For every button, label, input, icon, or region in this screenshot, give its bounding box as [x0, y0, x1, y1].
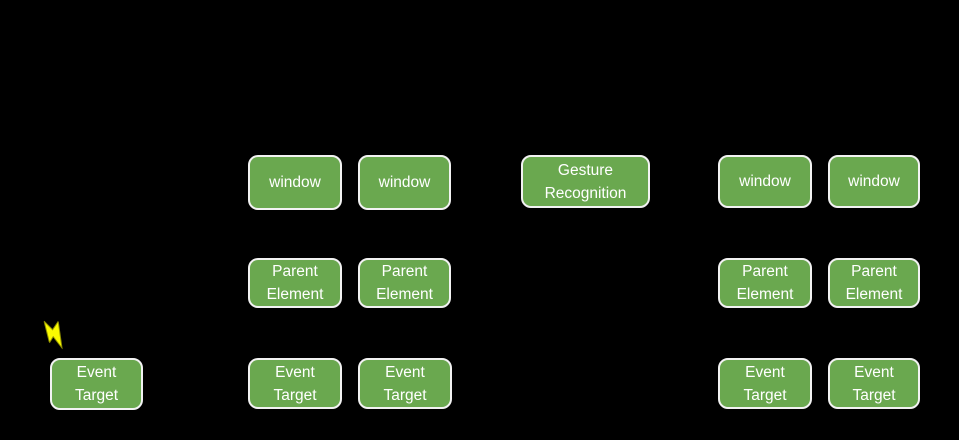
window-box: window	[358, 155, 451, 210]
box-label: Event Target	[852, 363, 896, 404]
gesture-recognition-box: Gesture Recognition	[521, 155, 650, 208]
window-box: window	[248, 155, 342, 210]
parent-element-box: Parent Element	[718, 258, 812, 308]
box-label: Parent Element	[845, 263, 903, 303]
box-label: Event Target	[74, 364, 119, 404]
event-target-box: Event Target	[358, 358, 452, 409]
box-label: window	[739, 173, 791, 190]
box-label: window	[378, 174, 431, 191]
box-label: Event Target	[383, 363, 427, 404]
event-target-box: Event Target	[248, 358, 342, 409]
window-box: window	[718, 155, 812, 208]
box-label: Gesture Recognition	[544, 161, 627, 202]
box-label: Parent Element	[266, 263, 324, 303]
event-target-box: Event Target	[828, 358, 920, 409]
box-label: window	[269, 174, 321, 191]
parent-element-box: Parent Element	[358, 258, 451, 308]
box-label: Event Target	[273, 363, 317, 404]
lightning-bolt-icon	[34, 312, 76, 354]
parent-element-box: Parent Element	[248, 258, 342, 308]
event-target-box: Event Target	[718, 358, 812, 409]
window-box: window	[828, 155, 920, 208]
box-label: Parent Element	[376, 263, 433, 303]
box-label: Parent Element	[736, 263, 794, 303]
parent-element-box: Parent Element	[828, 258, 920, 308]
box-label: Event Target	[743, 363, 787, 404]
event-target-box: Event Target	[50, 358, 143, 410]
box-label: window	[848, 173, 900, 190]
